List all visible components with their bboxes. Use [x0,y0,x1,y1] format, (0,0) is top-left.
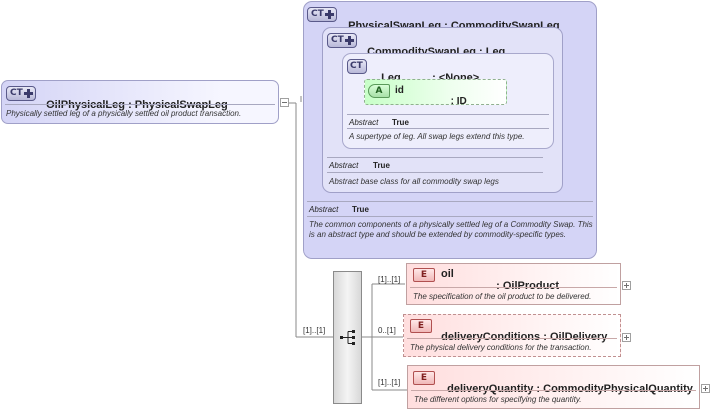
plus-icon [24,89,33,98]
element-delivery-quantity-name: deliveryQuantity : CommodityPhysicalQuan… [447,383,693,395]
divider [307,201,593,202]
element-oil-description: The specification of the oil product to … [413,292,592,301]
attribute-icon: A [368,84,390,98]
delivery-conditions-cardinality: 0..[1] [378,326,396,335]
complex-type-icon: CT [347,59,367,74]
element-oil-box[interactable] [406,263,621,305]
abstract-label: Abstract [349,118,379,127]
divider [327,157,543,158]
element-delivery-conditions-description: The physical delivery conditions for the… [410,343,592,352]
element-delivery-quantity-box[interactable] [407,365,700,409]
expand-icon[interactable] [622,281,631,290]
element-delivery-quantity-description: The different options for specifying the… [414,395,582,404]
attribute-name: id [395,85,404,96]
leg-description: A supertype of leg. All swap legs extend… [349,132,525,141]
abstract-value: True [373,161,390,170]
commodity-swap-leg-description: Abstract base class for all commodity sw… [329,177,499,186]
oil-physical-leg-description: Physically settled leg of a physically s… [6,109,242,118]
attribute-type: : ID [450,96,467,107]
element-oil-type: : OilProduct [496,280,560,292]
divider [5,104,275,105]
element-oil-name: oil [441,268,454,280]
delivery-quantity-cardinality: [1]..[1] [378,378,401,387]
element-icon: E [413,268,435,282]
oil-cardinality: [1]..[1] [378,275,401,284]
collapse-icon[interactable] [280,98,289,107]
divider [347,128,549,129]
attribute-id-box[interactable] [364,79,507,105]
abstract-value: True [352,205,369,214]
plus-icon [345,36,354,45]
divider [307,216,593,217]
divider [410,287,617,288]
divider [407,338,617,339]
physical-swap-leg-description: The common components of a physically se… [309,220,593,239]
divider [411,390,696,391]
element-icon: E [413,371,435,385]
sequence-compositor[interactable] [333,271,362,404]
complex-type-icon: CT [327,33,357,48]
sequence-icon [340,330,355,345]
divider [327,172,543,173]
complex-type-icon: CT [307,7,337,22]
complex-type-icon: CT [6,86,36,101]
plus-icon [325,10,334,19]
element-icon: E [410,319,432,333]
divider [347,114,549,115]
abstract-label: Abstract [309,205,339,214]
expand-icon[interactable] [701,384,710,393]
sequence-cardinality: [1]..[1] [303,326,326,335]
oil-physical-leg-box[interactable] [1,80,279,124]
element-delivery-conditions-name: deliveryConditions : OilDelivery [441,331,608,343]
abstract-value: True [392,118,409,127]
expand-icon[interactable] [622,333,631,342]
abstract-label: Abstract [329,161,359,170]
element-delivery-conditions-box[interactable] [403,314,621,357]
oil-physical-leg-title: OilPhysicalLeg : PhysicalSwapLeg [46,99,228,111]
